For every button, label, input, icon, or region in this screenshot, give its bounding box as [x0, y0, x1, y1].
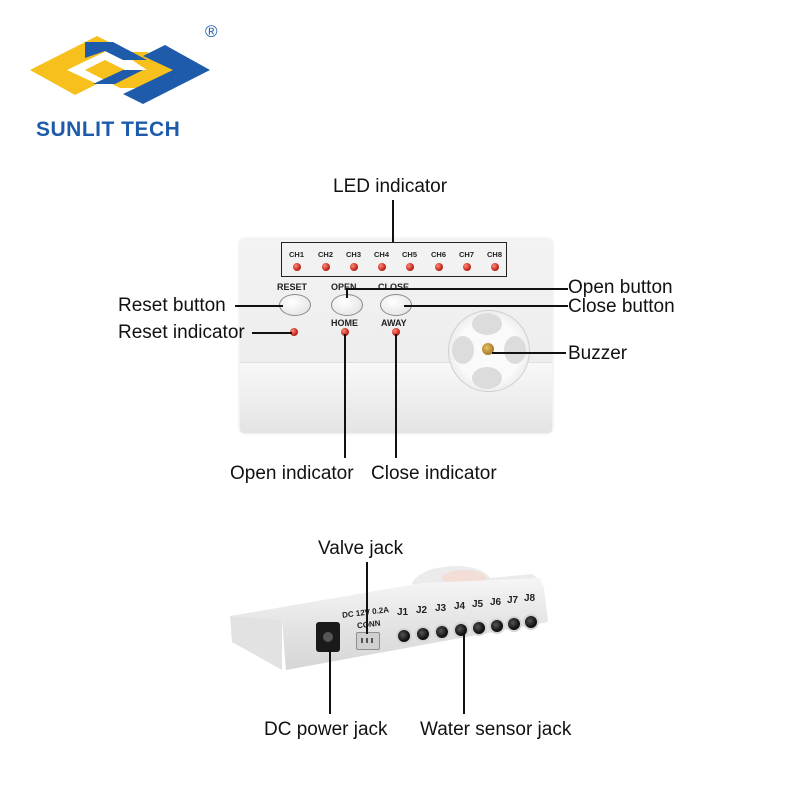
close-indicator-led [392, 328, 400, 336]
valve-jack-pins-icon [361, 638, 375, 643]
leader-close-indicator [395, 334, 397, 458]
channel-led-3 [350, 263, 358, 271]
leader-close-button [404, 305, 568, 307]
jack-label-2: J2 [416, 605, 428, 616]
leader-led-indicator [392, 200, 394, 242]
callout-open-indicator: Open indicator [230, 463, 354, 484]
callout-valve-jack: Valve jack [318, 538, 404, 559]
reset-button-label: RESET [277, 282, 308, 292]
callout-close-button: Close button [568, 296, 675, 317]
leader-open-button-h [346, 288, 568, 290]
water-sensor-jack-1 [396, 628, 412, 644]
callout-reset-button: Reset button [118, 295, 226, 316]
away-label: AWAY [381, 318, 407, 328]
brand-name: SUNLIT TECH [36, 118, 181, 141]
water-sensor-jack-2 [415, 626, 431, 642]
callout-dc-power-jack: DC power jack [264, 719, 388, 740]
close-button-label: CLOSE [378, 282, 410, 292]
jack-label-5: J5 [472, 599, 484, 610]
jack-label-1: J1 [397, 607, 409, 618]
buzzer-slot [504, 336, 526, 364]
callout-water-sensor-jack: Water sensor jack [420, 719, 572, 740]
device-side-view [222, 558, 552, 678]
channel-led-8 [491, 263, 499, 271]
leader-valve-jack [366, 562, 368, 634]
channel-label-6: CH6 [431, 250, 447, 259]
valve-jack [356, 632, 380, 650]
open-button-label: OPEN [331, 282, 357, 292]
brand-logo [25, 28, 215, 108]
jack-label-8: J8 [524, 593, 536, 604]
channel-led-7 [463, 263, 471, 271]
jack-label-3: J3 [435, 603, 447, 614]
callout-open-button: Open button [568, 277, 673, 298]
channel-label-2: CH2 [318, 250, 334, 259]
leader-reset-button [235, 305, 283, 307]
channel-led-4 [378, 263, 386, 271]
open-indicator-led [341, 328, 349, 336]
reset-button[interactable] [279, 294, 311, 316]
leader-buzzer [492, 352, 566, 354]
water-sensor-jack-6 [489, 618, 505, 634]
channel-label-5: CH5 [402, 250, 418, 259]
channel-label-4: CH4 [374, 250, 390, 259]
channel-label-8: CH8 [487, 250, 503, 259]
channel-label-1: CH1 [289, 250, 305, 259]
channel-label-7: CH7 [459, 250, 475, 259]
channel-led-2 [322, 263, 330, 271]
led-indicator-box [281, 242, 507, 277]
water-sensor-jack-4 [453, 622, 469, 638]
buzzer-slot [452, 336, 474, 364]
leader-water-sensor-jack [463, 634, 465, 714]
channel-led-1 [293, 263, 301, 271]
home-label: HOME [331, 318, 358, 328]
callout-reset-indicator: Reset indicator [118, 322, 245, 343]
logo-mark-icon [30, 36, 210, 104]
dc-jack-hole-icon [323, 632, 333, 642]
callout-close-indicator: Close indicator [371, 463, 497, 484]
jack-label-6: J6 [490, 597, 502, 608]
buzzer-center-icon [482, 343, 494, 355]
registered-mark: ® [205, 22, 218, 41]
side-view-body [230, 566, 548, 670]
buzzer-slot [472, 313, 502, 335]
leader-open-button-v [346, 288, 348, 298]
reset-indicator-led [290, 328, 298, 336]
callout-led-indicator: LED indicator [333, 176, 448, 197]
dc-power-jack [316, 622, 340, 652]
leader-open-indicator [344, 334, 346, 458]
water-sensor-jack-7 [506, 616, 522, 632]
channel-label-3: CH3 [346, 250, 362, 259]
leader-dc-power-jack [329, 650, 331, 714]
channel-led-6 [435, 263, 443, 271]
jack-label-4: J4 [454, 601, 466, 612]
buzzer-slot [472, 367, 502, 389]
water-sensor-jack-5 [471, 620, 487, 636]
jack-label-7: J7 [507, 595, 519, 606]
water-sensor-jack-3 [434, 624, 450, 640]
channel-led-5 [406, 263, 414, 271]
callout-buzzer: Buzzer [568, 343, 628, 364]
leader-reset-indicator [252, 332, 292, 334]
water-sensor-jack-8 [523, 614, 539, 630]
